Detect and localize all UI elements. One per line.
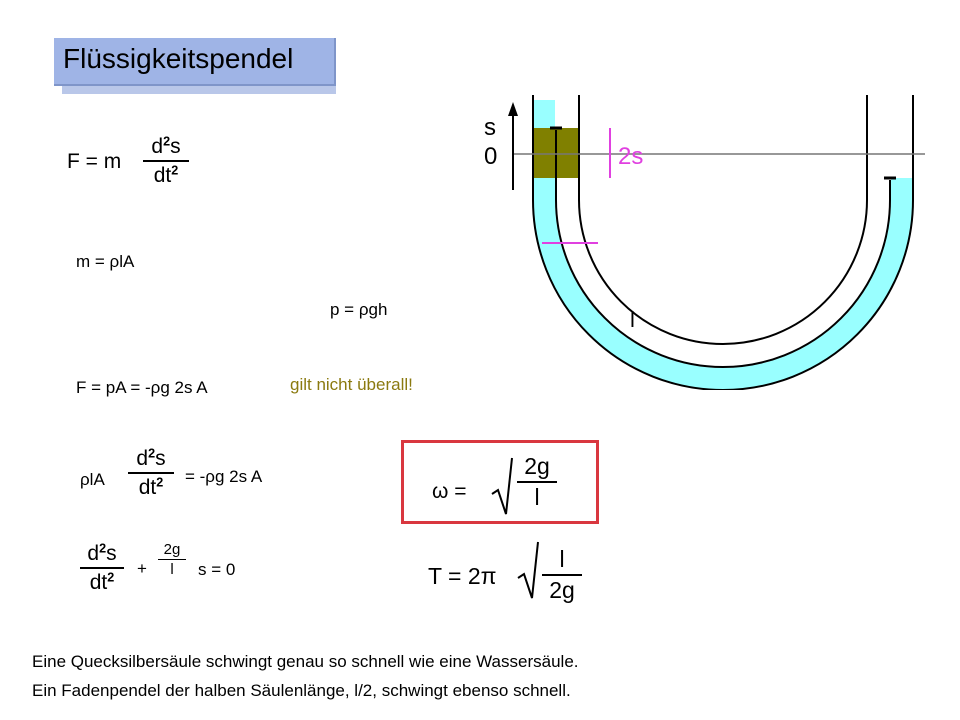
- newton-lhs: F = m: [67, 150, 122, 173]
- diff-fraction: d2s dt2: [80, 541, 124, 594]
- period-lhs: T = 2π: [428, 563, 497, 589]
- diff-plus: +: [137, 559, 147, 578]
- s-axis-arrowhead: [508, 102, 518, 116]
- tube-inner-wall: [578, 95, 868, 345]
- newton-denominator: dt2: [153, 163, 179, 187]
- eq-pressure: p = ρgh: [330, 300, 388, 319]
- coef-denominator: l: [170, 561, 174, 578]
- u-tube-diagram: [508, 95, 925, 390]
- eq-mass: m = ρlA: [76, 252, 135, 271]
- period-denominator: 2g: [549, 577, 575, 603]
- label-l: l: [630, 307, 635, 332]
- omega-frame: [401, 440, 599, 524]
- label-s: s: [484, 114, 496, 141]
- column-centerline: [555, 130, 891, 368]
- diff-rhs: s = 0: [198, 560, 236, 579]
- period-sqrt-sign: [517, 541, 539, 599]
- diff-denominator: dt2: [89, 570, 115, 594]
- omega-lhs: ω =: [432, 480, 467, 503]
- tube-outer-wall: [532, 95, 914, 390]
- motion-rhs: = -ρg 2s A: [185, 467, 263, 486]
- newton-fraction: d2s dt2: [143, 134, 189, 187]
- motion-fraction: d2s dt2: [128, 446, 174, 499]
- note-text: gilt nicht überall!: [290, 375, 413, 394]
- eq-force: F = pA = -ρg 2s A: [76, 378, 208, 397]
- motion-numerator: d2s: [136, 446, 166, 470]
- page-title: Flüssigkeitspendel: [63, 43, 294, 74]
- omega-numerator: 2g: [524, 453, 550, 479]
- newton-numerator: d2s: [151, 134, 181, 158]
- period-numerator: l: [559, 546, 565, 572]
- diff-numerator: d2s: [87, 541, 117, 565]
- omega-sqrt-sign: [491, 457, 513, 515]
- title-box: [54, 38, 336, 86]
- diff-coefficient: 2g l: [158, 542, 186, 577]
- label-zero: 0: [484, 143, 498, 170]
- liquid-column: [533, 100, 913, 390]
- label-2s: 2s: [618, 143, 644, 170]
- motion-denominator: dt2: [138, 475, 164, 499]
- motion-lhs: ρlA: [80, 470, 105, 489]
- footer-line-2: Ein Fadenpendel der halben Säulenlänge, …: [32, 681, 571, 700]
- omega-denominator: l: [534, 484, 540, 510]
- omega-fraction: 2g l: [517, 455, 557, 509]
- footer-line-1: Eine Quecksilbersäule schwingt genau so …: [32, 652, 579, 671]
- coef-numerator: 2g: [163, 541, 181, 558]
- period-fraction: l 2g: [542, 548, 582, 602]
